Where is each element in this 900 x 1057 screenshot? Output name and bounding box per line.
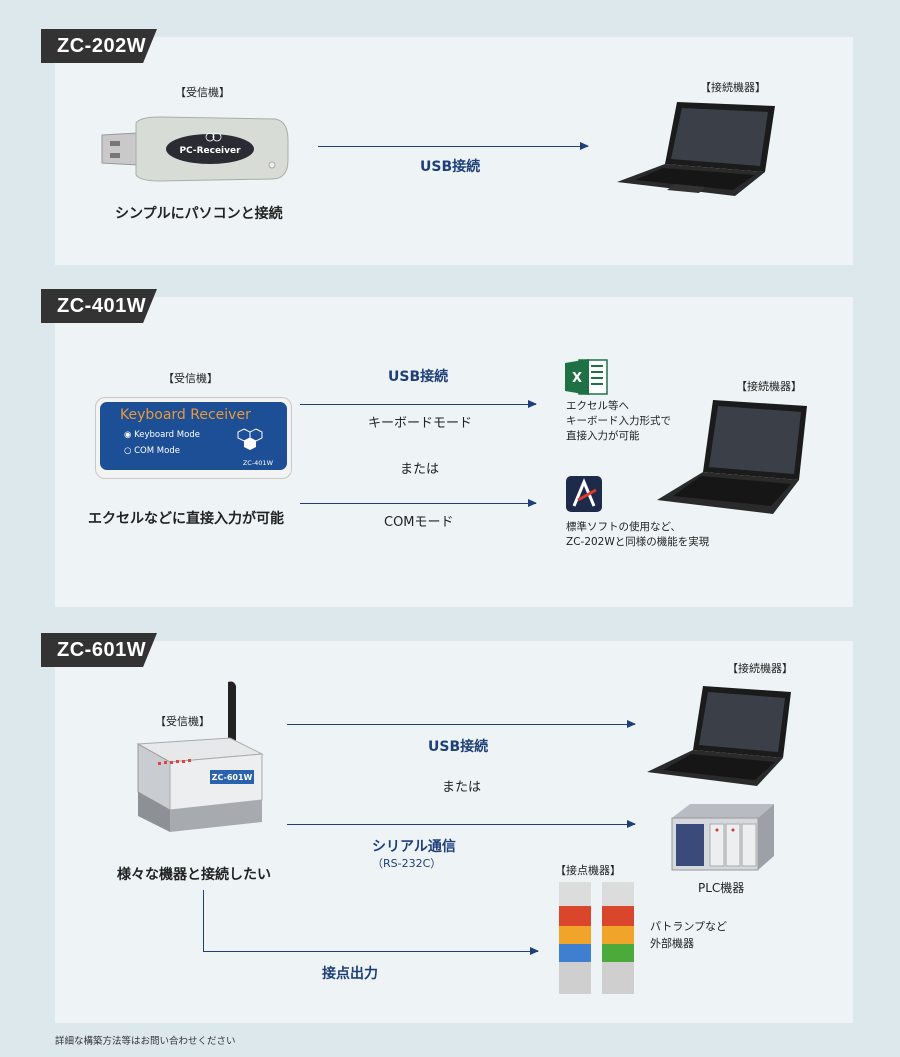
lamp-note: パトランプなど 外部機器 [650, 920, 727, 950]
device-label: 【接続機器】 [727, 662, 793, 675]
device-label: 【接続機器】 [736, 380, 802, 393]
keyboard-mode-label: キーボードモード [368, 416, 473, 431]
usb-arrow [318, 142, 589, 150]
contact-line-vertical [203, 890, 204, 951]
serial-label: シリアル通信 [372, 839, 456, 855]
usb-arrow [287, 720, 636, 728]
or-label: または [400, 462, 440, 477]
footer-note: 詳細な構築方法等はお問い合わせください [55, 1036, 236, 1047]
laptop-image [617, 102, 775, 196]
keyboard-receiver-image: Keyboard Receiver ◉ Keyboard Mode ○ COM … [95, 397, 292, 479]
section-caption: シンプルにパソコンと接続 [115, 206, 283, 222]
section-caption: エクセルなどに直接入力が可能 [88, 511, 284, 527]
unit-model-text: ZC-601W [212, 773, 253, 782]
section-tag: ZC-601W [41, 633, 157, 667]
receiver-label: 【受信機】 [163, 372, 218, 385]
com-mode-label: COMモード [384, 515, 454, 530]
section-tag: ZC-202W [41, 29, 157, 63]
svg-text:X: X [572, 371, 582, 386]
laptop-image [647, 686, 791, 786]
section-caption: 様々な機器と接続したい [117, 867, 271, 883]
usb-dongle-image: PC-Receiver [101, 116, 289, 182]
contact-arrow [203, 947, 539, 955]
usb-connection-label: USB接続 [428, 739, 489, 755]
signal-tower-image [559, 882, 591, 994]
plc-image [671, 804, 774, 871]
device-label: 【接続機器】 [700, 81, 766, 94]
section-tag: ZC-401W [41, 289, 157, 323]
plc-label: PLC機器 [698, 881, 745, 895]
serial-sub-label: （RS-232C） [372, 857, 442, 870]
app-note: 標準ソフトの使用など、 ZC-202Wと同様の機能を実現 [566, 521, 710, 548]
usb-arrow [300, 400, 537, 408]
receiver-label: 【受信機】 [155, 715, 210, 728]
zc601w-unit-image: ZC-601W [136, 681, 264, 832]
laptop-image [657, 400, 807, 514]
usb-connection-label: USB接続 [420, 159, 481, 175]
serial-arrow [287, 820, 636, 828]
dongle-brand-text: PC-Receiver [179, 146, 241, 156]
box-option-com: ○ COM Mode [124, 446, 180, 456]
box-option-keyboard: ◉ Keyboard Mode [124, 430, 200, 440]
contact-output-label: 接点出力 [322, 966, 378, 982]
box-title: Keyboard Receiver [120, 407, 251, 423]
signal-tower-image [602, 882, 634, 994]
receiver-label: 【受信機】 [175, 86, 230, 99]
com-arrow [300, 499, 537, 507]
or-label: または [442, 780, 482, 795]
contact-device-label: 【接点機器】 [555, 864, 621, 877]
box-model: ZC-401W [242, 459, 273, 467]
excel-icon: X [565, 359, 608, 395]
excel-note: エクセル等へ キーボード入力形式で 直接入力が可能 [566, 400, 671, 442]
hexagon-logo-icon [237, 428, 263, 450]
usb-connection-label: USB接続 [388, 369, 449, 385]
app-logo-icon [566, 476, 602, 512]
